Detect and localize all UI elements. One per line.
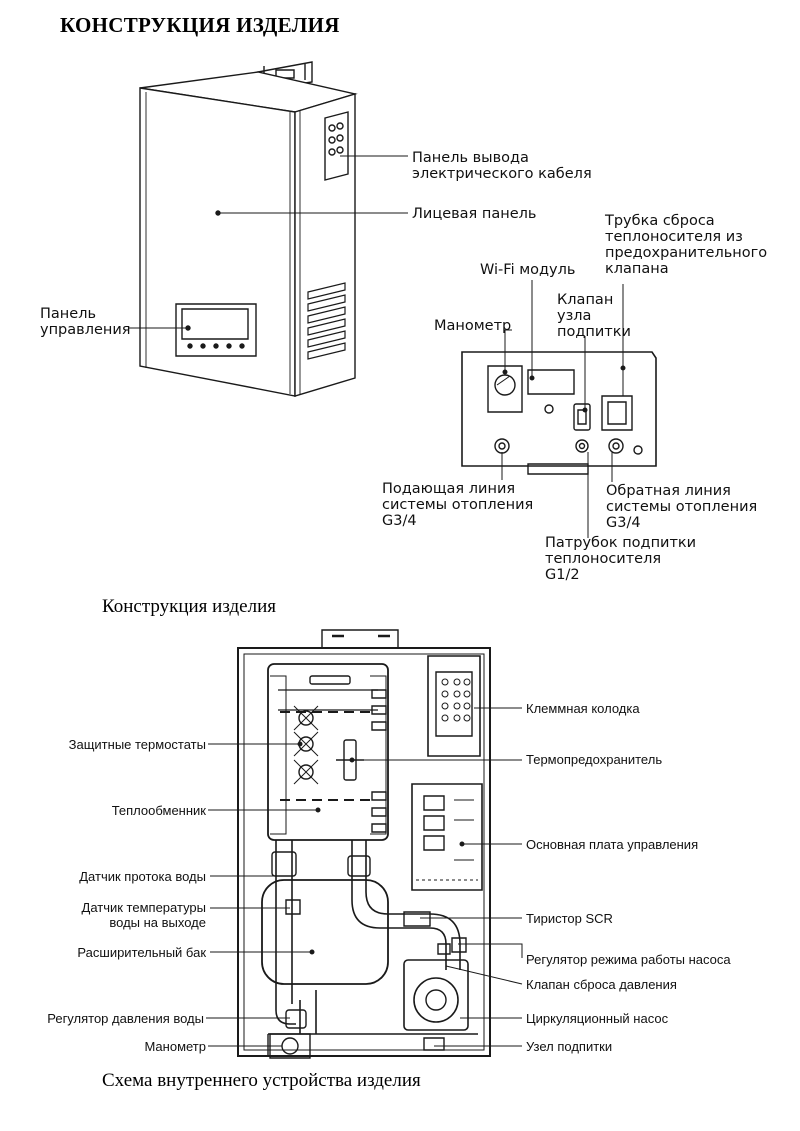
label-flow-sensor: Датчик протока воды — [79, 869, 206, 884]
heat-exchanger — [268, 664, 388, 840]
label-thermal-fuse: Термопредохранитель — [526, 752, 663, 767]
label-relief-valve: Клапан сброса давления — [526, 977, 677, 992]
pipes — [276, 840, 460, 1034]
makeup-unit — [424, 1038, 444, 1050]
label-heat-exchanger: Теплообменник — [111, 803, 206, 818]
safety-thermostats — [294, 706, 318, 784]
boiler-housing — [140, 72, 355, 396]
caption-internal-scheme: Схема внутреннего устройства изделия — [102, 1070, 421, 1091]
label-front-panel: Лицевая панель — [412, 206, 537, 222]
label-makeup-unit: Узел подпитки — [526, 1039, 613, 1054]
outlet-temp-sensor — [286, 900, 300, 914]
terminal-block — [428, 656, 480, 756]
label-terminal-block: Клеммная колодка — [526, 701, 640, 716]
label-return-line: Обратная линия системы отопления G3/4 — [606, 483, 758, 531]
label-wifi: Wi-Fi модуль — [480, 262, 576, 278]
label-control-panel: Панель управления — [40, 306, 131, 338]
main-control-board — [412, 784, 482, 890]
bottom-connection-view — [462, 352, 656, 474]
pressure-regulator — [286, 1010, 306, 1028]
label-pressure-regulator: Регулятор давления воды — [47, 1011, 204, 1026]
heater-fittings — [372, 690, 386, 832]
expansion-tank — [262, 880, 388, 984]
control-panel-display — [176, 304, 256, 356]
label-main-board: Основная плата управления — [526, 837, 699, 852]
label-thermostats: Защитные термостаты — [68, 737, 206, 752]
label-expansion-tank: Расширительный бак — [77, 945, 206, 960]
label-pump-mode: Регулятор режима работы насоса — [526, 952, 731, 967]
caption-construction: Конструкция изделия — [102, 596, 276, 617]
label-cable-panel: Панель вывода электрического кабеля — [412, 150, 592, 182]
vent-slots — [308, 283, 345, 359]
scr-thyristor — [404, 912, 430, 926]
label-makeup-pipe: Патрубок подпитки теплоносителя G1/2 — [545, 535, 697, 583]
leader-lines-bottom-view — [502, 280, 625, 538]
label-supply-line: Подающая линия системы отопления G3/4 — [382, 481, 534, 529]
label-makeup-valve: Клапан узла подпитки — [557, 292, 631, 340]
cable-output-panel — [325, 112, 348, 180]
leader-lines-top — [128, 156, 408, 330]
label-manometer-top: Манометр — [434, 318, 512, 334]
flow-sensor — [272, 852, 370, 876]
label-temp-sensor: Датчик температуры воды на выходе — [81, 900, 206, 930]
label-scr: Тиристор SCR — [526, 911, 613, 926]
leader-lines-schematic — [206, 708, 522, 1046]
label-pump: Циркуляционный насос — [526, 1011, 669, 1026]
label-manometer-bottom: Манометр — [144, 1039, 206, 1054]
circulation-pump — [404, 938, 468, 1030]
label-relief-tube: Трубка сброса теплоносителя из предохран… — [605, 213, 768, 277]
page-title: КОНСТРУКЦИЯ ИЗДЕЛИЯ — [60, 13, 340, 37]
top-bracket — [322, 630, 398, 648]
